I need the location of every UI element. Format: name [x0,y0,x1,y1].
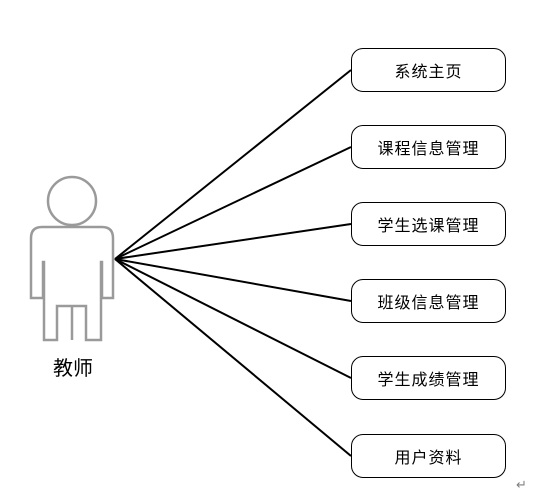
association-line-4 [114,258,352,379]
association-line-3 [114,258,352,302]
use-case-course-info: 课程信息管理 [351,125,506,169]
use-case-course-selection: 学生选课管理 [351,202,506,246]
use-case-user-profile: 用户资料 [351,434,506,478]
person-icon [29,175,115,342]
association-line-5 [114,258,352,457]
use-case-class-info: 班级信息管理 [351,279,506,323]
association-line-0 [114,69,352,260]
actor-body [29,225,115,342]
association-line-1 [114,146,352,260]
association-lines [114,69,352,457]
association-line-2 [114,223,352,260]
use-case-home: 系统主页 [351,48,506,92]
actor-label: 教师 [53,356,93,380]
use-case-grades: 学生成绩管理 [351,356,506,400]
paragraph-mark-icon: ↵ [516,478,527,493]
actor-head [46,175,98,227]
